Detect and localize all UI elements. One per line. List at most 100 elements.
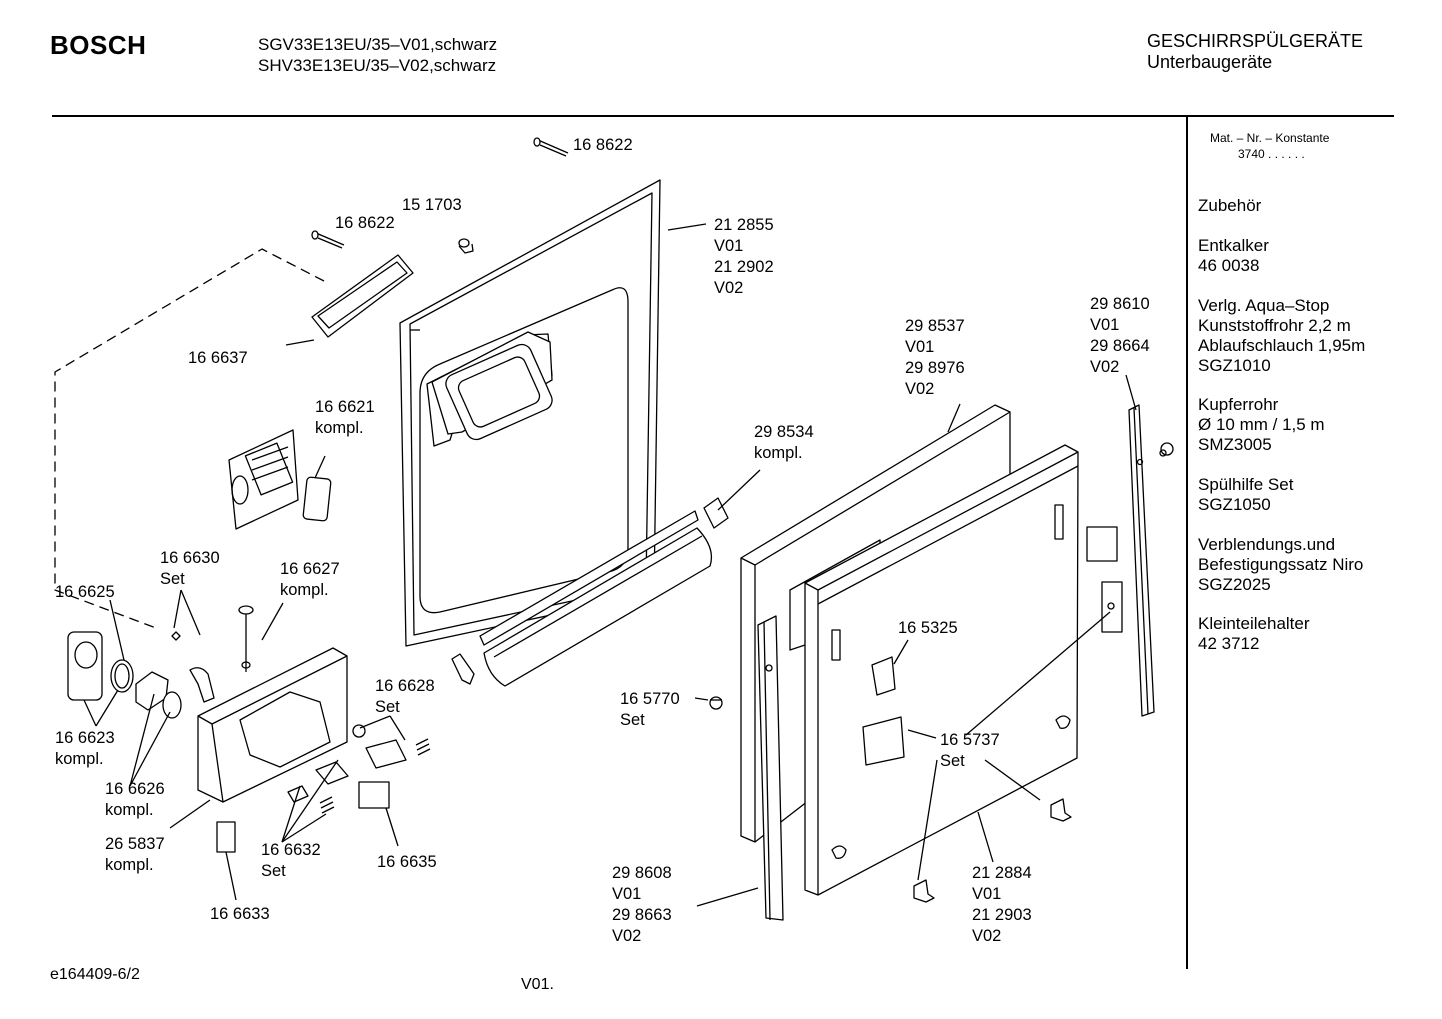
accessory-line: Verblendungs.und xyxy=(1198,535,1336,554)
part-number: 16 6627 xyxy=(280,560,340,578)
part-note: kompl. xyxy=(280,581,329,599)
part-number: 16 5737 xyxy=(940,731,1000,749)
ring-icon xyxy=(110,659,134,693)
lever-icon xyxy=(365,739,407,769)
latch-hook-icon xyxy=(451,653,475,685)
screw-icon xyxy=(533,137,569,157)
part-number: 16 6623 xyxy=(55,729,115,747)
part-number: 29 8663 xyxy=(612,906,672,924)
part-note: Set xyxy=(940,752,965,770)
mat-nr-value: 3740 . . . . . . xyxy=(1238,147,1305,161)
accessory-line: Kunststoffrohr 2,2 m xyxy=(1198,316,1351,335)
side-strip-left xyxy=(757,615,784,921)
leader-lines xyxy=(83,223,1137,907)
part-number: 16 6625 xyxy=(55,583,115,601)
part-label: 26 5837 kompl. xyxy=(105,834,165,876)
model-line-2: SHV33E13EU/35–V02,schwarz xyxy=(258,56,497,75)
part-number: 21 2855 xyxy=(714,216,774,234)
part-label: 16 8622 xyxy=(573,135,633,156)
part-variant: V01 xyxy=(905,338,935,356)
part-variant: V01 xyxy=(1090,316,1120,334)
part-number: 16 5325 xyxy=(898,619,958,637)
bracket-icon xyxy=(1101,581,1123,633)
spring-icon xyxy=(171,631,181,641)
foot-bracket-icon xyxy=(913,879,935,903)
part-label: 29 8534 kompl. xyxy=(754,422,814,464)
part-number: 16 6628 xyxy=(375,677,435,695)
part-number: 29 8537 xyxy=(905,317,965,335)
control-module xyxy=(228,429,299,530)
part-variant: V01 xyxy=(714,237,744,255)
part-label: 29 8537 V01 29 8976 V02 xyxy=(905,316,965,400)
part-number: 29 8664 xyxy=(1090,337,1150,355)
part-label: 16 8622 xyxy=(335,213,395,234)
accessory-line: Ø 10 mm / 1,5 m xyxy=(1198,415,1325,434)
ring-icon xyxy=(162,691,182,719)
accessory-line: Kleinteilehalter xyxy=(1198,614,1310,633)
part-number: 15 1703 xyxy=(402,196,462,214)
accessory-item: Kleinteilehalter 42 3712 xyxy=(1198,614,1310,654)
bracket-icon xyxy=(1086,526,1118,562)
accessory-line: Kupferrohr xyxy=(1198,395,1279,414)
accessory-item: Verlg. Aqua–Stop Kunststoffrohr 2,2 m Ab… xyxy=(1198,296,1365,376)
part-variant: V02 xyxy=(905,380,935,398)
part-label: 16 6626 kompl. xyxy=(105,779,165,821)
part-label: 16 6632 Set xyxy=(261,840,321,882)
part-number: 21 2903 xyxy=(972,906,1032,924)
header-rule xyxy=(52,115,1394,117)
handle-rail xyxy=(479,510,713,687)
part-number: 16 6626 xyxy=(105,780,165,798)
part-label: 21 2855 V01 21 2902 V02 xyxy=(714,215,774,299)
part-variant: V02 xyxy=(612,927,642,945)
part-number: 21 2884 xyxy=(972,864,1032,882)
category-subtitle: Unterbaugeräte xyxy=(1147,52,1273,72)
spring-icon xyxy=(415,738,431,756)
part-label: 16 6630 Set xyxy=(160,548,220,590)
accessory-item: Spülhilfe Set SGZ1050 xyxy=(1198,475,1293,515)
bezel-frame xyxy=(67,631,103,701)
version-label: V01. xyxy=(521,976,554,993)
part-note: kompl. xyxy=(55,750,104,768)
part-note: Set xyxy=(620,711,645,729)
part-number: 16 6633 xyxy=(210,905,270,923)
part-note: Set xyxy=(375,698,400,716)
part-number: 16 8622 xyxy=(573,136,633,154)
document-id: e164409-6/2 xyxy=(50,966,140,983)
accessory-line: SGZ1010 xyxy=(1198,356,1271,375)
part-number: 26 5837 xyxy=(105,835,165,853)
clip-icon xyxy=(458,238,474,254)
part-number: 16 8622 xyxy=(335,214,395,232)
part-number: 16 5770 xyxy=(620,690,680,708)
screw-icon xyxy=(311,230,345,249)
part-note: kompl. xyxy=(105,801,154,819)
part-number: 16 6630 xyxy=(160,549,220,567)
sidebar-rule xyxy=(1186,117,1188,969)
hinge-bracket-icon xyxy=(703,497,729,529)
accessory-line: Befestigungssatz Niro xyxy=(1198,555,1364,574)
part-number: 16 6632 xyxy=(261,841,321,859)
part-number: 29 8534 xyxy=(754,423,814,441)
part-note: Set xyxy=(160,570,185,588)
part-label: 16 6623 kompl. xyxy=(55,728,115,770)
part-label: 21 2884 V01 21 2903 V02 xyxy=(972,863,1032,947)
inner-door-panel xyxy=(399,179,661,647)
part-note: kompl. xyxy=(754,444,803,462)
accessory-item: Kupferrohr Ø 10 mm / 1,5 m SMZ3005 xyxy=(1198,395,1325,455)
part-label: 16 5770 xyxy=(620,689,680,710)
category-title: GESCHIRRSPÜLGERÄTE xyxy=(1147,31,1364,51)
spring-icon xyxy=(319,796,335,814)
accessory-line: Entkalker xyxy=(1198,236,1269,255)
assembly-dashed-line xyxy=(54,248,325,629)
part-number: 16 6637 xyxy=(188,349,248,367)
part-note: kompl. xyxy=(105,856,154,874)
decor-panel xyxy=(804,444,1079,896)
pin-icon xyxy=(238,605,254,672)
part-note: Set xyxy=(261,862,286,880)
part-number: 29 8610 xyxy=(1090,295,1150,313)
side-strip-right xyxy=(1128,404,1155,717)
part-variant: V02 xyxy=(1090,358,1120,376)
accessory-line: Spülhilfe Set xyxy=(1198,475,1294,494)
accessory-line: Verlg. Aqua–Stop xyxy=(1198,296,1330,315)
part-label: 16 6635 xyxy=(377,852,437,873)
part-label: 16 5737 Set xyxy=(940,730,1000,772)
